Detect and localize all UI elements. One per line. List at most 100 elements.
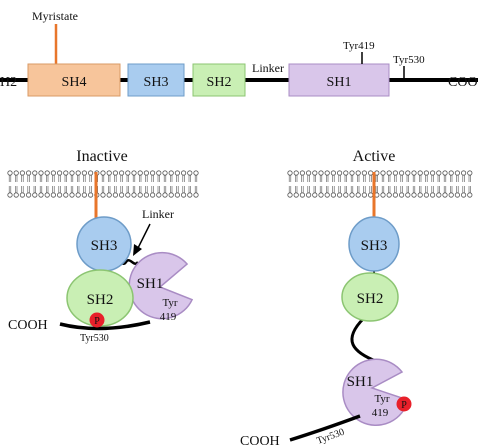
active-phospho-label: P (401, 400, 407, 411)
lipid-head (75, 192, 81, 198)
active-sh3-shape (348, 216, 400, 272)
active-sh3-label: SH3 (361, 238, 388, 254)
lipid-head (355, 170, 361, 176)
nterm-label: H2 (0, 75, 17, 90)
lipid-head (44, 170, 50, 176)
sh2-label: SH2 (207, 75, 232, 90)
lipid-head (38, 192, 44, 198)
lipid-head (305, 192, 312, 198)
lipid-head (56, 192, 63, 198)
active-sh2-label: SH2 (357, 291, 384, 307)
lipid-head (405, 170, 411, 176)
lipid-head (392, 192, 398, 198)
lipid-head (361, 192, 367, 198)
lipid-head (193, 192, 199, 198)
lipid-head (112, 192, 119, 198)
lipid-head (25, 170, 32, 176)
inactive-tyr-label: Tyr (162, 297, 177, 309)
active-sh1-shape (342, 358, 409, 426)
lipid-head (386, 192, 392, 198)
active-tyr-label: Tyr (374, 393, 389, 405)
lipid-head (405, 192, 411, 198)
membrane-active (287, 170, 473, 198)
lipid-head (287, 192, 293, 198)
lipid-head (143, 192, 149, 198)
lipid-head (119, 192, 125, 198)
lipid-head (324, 170, 330, 176)
lipid-head (50, 192, 57, 198)
inactive-phospho-circle (89, 312, 105, 328)
lipid-head (293, 192, 299, 198)
lipid-head (442, 192, 448, 198)
lipid-head (168, 170, 174, 176)
lipid-head (69, 192, 75, 198)
lipid-head (193, 170, 199, 176)
active-sh1-label: SH1 (347, 374, 374, 390)
sh1-box (288, 63, 390, 97)
lipid-head (88, 192, 94, 198)
lipid-head (312, 170, 318, 176)
lipid-head (181, 170, 187, 176)
lipid-head (293, 170, 299, 176)
lipid-head (361, 170, 367, 176)
lipid-head (137, 192, 143, 198)
lipid-head (324, 192, 330, 198)
lipid-head (38, 170, 44, 176)
lipid-head (63, 170, 69, 176)
lipid-head (417, 192, 423, 198)
lipid-head (386, 170, 392, 176)
lipid-head (318, 192, 324, 198)
active-tyr-num: 419 (372, 407, 389, 419)
lipid-head (287, 170, 293, 176)
lipid-head (355, 192, 361, 198)
inactive-group: Inactive SH1 Tyr 419 SH3 SH2 Linker COOH… (8, 148, 194, 344)
sh4-box (27, 63, 121, 97)
lipid-head (143, 170, 149, 176)
lipid-head (50, 170, 57, 176)
lipid-head (131, 192, 137, 198)
lipid-head (312, 192, 318, 198)
cterm-label: COO (448, 75, 478, 90)
lipid-head (32, 192, 38, 198)
lipid-head (19, 170, 25, 176)
lipid-head (336, 192, 343, 198)
lipid-head (56, 170, 63, 176)
lipid-head (330, 170, 336, 176)
lipid-head (32, 170, 38, 176)
inactive-sh1-label: SH1 (137, 276, 164, 292)
lipid-head (156, 170, 162, 176)
linker-label: Linker (252, 61, 284, 75)
lipid-head (349, 192, 355, 198)
lipid-head (125, 192, 131, 198)
lipid-head (392, 170, 398, 176)
lipid-head (174, 192, 180, 198)
lipid-head (436, 192, 442, 198)
lipid-head (429, 170, 436, 176)
lipid-head (380, 170, 386, 176)
lipid-head (25, 192, 32, 198)
inactive-linker-label: Linker (142, 207, 174, 221)
tyr419-label: Tyr419 (343, 40, 375, 52)
lipid-head (423, 170, 429, 176)
inactive-cterm-tail (59, 320, 151, 331)
lipid-head (467, 192, 473, 198)
lipid-head (162, 192, 168, 198)
lipid-head (162, 170, 168, 176)
lipid-head (380, 192, 386, 198)
lipid-head (181, 192, 187, 198)
inactive-tyr530-label: Tyr530 (80, 333, 109, 344)
active-sh2-shape (341, 272, 399, 322)
inactive-cooh-label: COOH (8, 318, 48, 333)
lipid-head (398, 170, 405, 176)
lipid-head (112, 170, 119, 176)
domain-bar-group: H2 COO Myristate SH4 SH3 SH2 Linker SH1 … (0, 9, 478, 97)
lipid-head (106, 192, 112, 198)
lipid-head (137, 170, 143, 176)
lipid-head (7, 170, 13, 176)
lipid-head (411, 170, 417, 176)
inactive-title: Inactive (76, 148, 128, 165)
active-phospho-circle (396, 396, 412, 412)
sh1-label: SH1 (327, 75, 352, 90)
lipid-head (44, 192, 50, 198)
